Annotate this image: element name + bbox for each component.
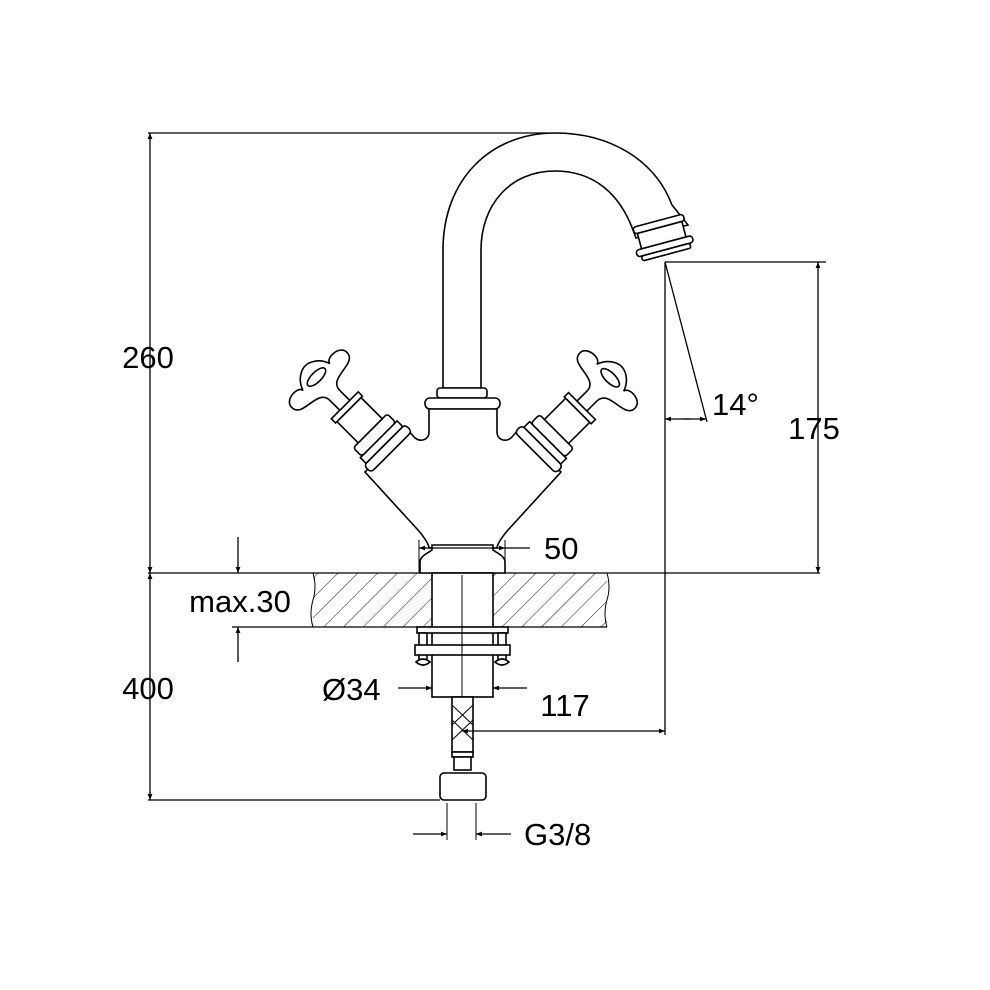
label-connection-thread: G3/8 [524,817,591,852]
dimension-base-width: 50 [418,531,578,573]
faucet-body [363,132,694,574]
label-spout-angle: 14° [712,387,759,422]
label-total-height: 260 [122,340,174,375]
dimension-spout-height: 175 [665,261,840,573]
label-counter-thickness: max.30 [189,584,291,619]
dimension-total-height: 260 [122,132,548,573]
dimension-below-counter: 400 [122,573,440,801]
dimension-connection-thread: G3/8 [413,803,591,852]
label-spout-height: 175 [788,411,840,446]
left-handle-valve [288,349,412,472]
label-base-width: 50 [544,531,578,566]
dimension-spout-angle: 14° [664,261,759,735]
label-shank-diameter: Ø34 [322,672,381,707]
right-handle-valve [515,350,638,473]
flexible-hose [439,696,487,801]
label-below-counter: 400 [122,671,174,706]
label-spout-reach: 117 [540,688,589,723]
dimension-shank-diameter: Ø34 [322,672,527,707]
mounting-shank [414,572,511,735]
dimension-spout-reach: 117 [462,688,665,734]
dimension-counter-thickness: max.30 [189,537,291,662]
